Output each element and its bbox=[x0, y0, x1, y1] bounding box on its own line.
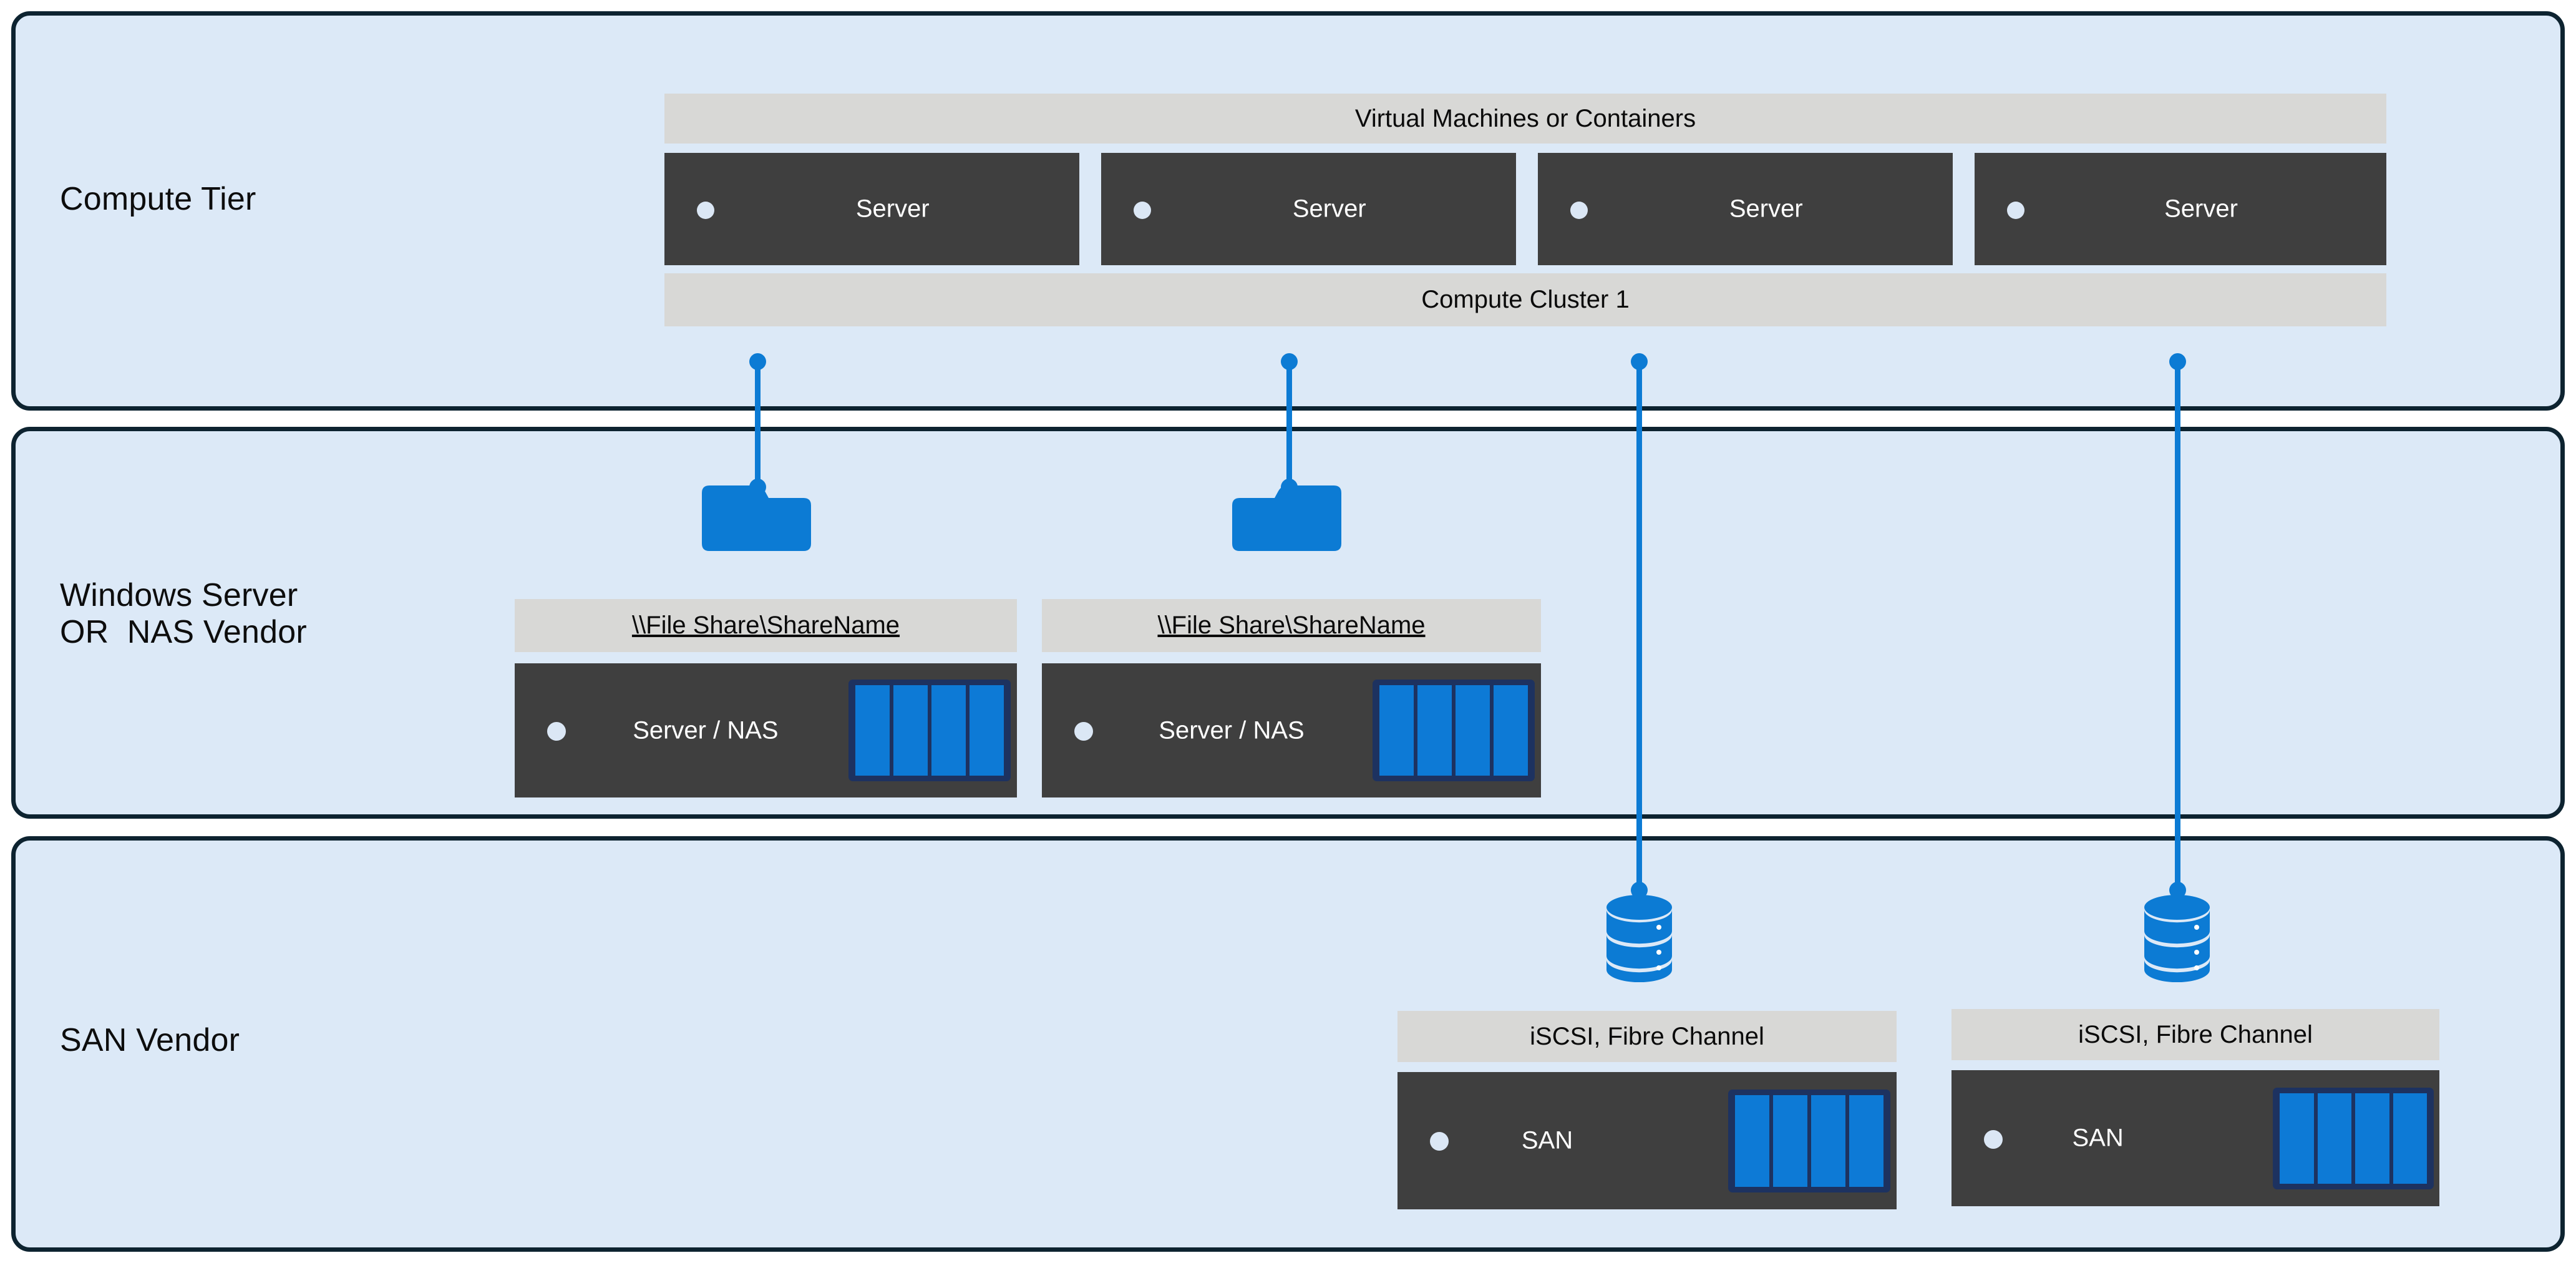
tier-label-compute: Compute Tier bbox=[60, 181, 256, 217]
compute-server-1[interactable]: Server bbox=[664, 153, 1079, 265]
drive-bay bbox=[2273, 1088, 2434, 1189]
connector-dot-bottom-3 bbox=[1631, 882, 1648, 899]
compute-header-label: Virtual Machines or Containers bbox=[1354, 104, 1696, 132]
drive-bar bbox=[970, 685, 1004, 776]
connector-dot-top-1 bbox=[749, 353, 766, 370]
drive-bay bbox=[848, 680, 1011, 781]
drive-bar bbox=[1379, 685, 1414, 776]
status-led-icon bbox=[697, 202, 714, 219]
tier-label-nas: Windows Server OR NAS Vendor bbox=[60, 577, 307, 651]
status-led-icon bbox=[1430, 1132, 1449, 1151]
compute-server-2[interactable]: Server bbox=[1101, 153, 1516, 265]
compute-footer-label: Compute Cluster 1 bbox=[1421, 286, 1630, 313]
folder-icon bbox=[702, 485, 811, 551]
san-node-1[interactable]: SAN bbox=[1397, 1072, 1897, 1209]
compute-server-4[interactable]: Server bbox=[1975, 153, 2386, 265]
drive-bay bbox=[1373, 680, 1535, 781]
drive-bar bbox=[1811, 1095, 1845, 1187]
database-icon bbox=[1606, 894, 1672, 982]
drive-bar bbox=[1494, 685, 1528, 776]
connector-dot-bottom-1 bbox=[749, 479, 766, 495]
database-icon bbox=[2144, 894, 2210, 982]
compute-server-4-label: Server bbox=[2164, 195, 2238, 223]
drive-bar bbox=[855, 685, 890, 776]
status-led-icon bbox=[1570, 202, 1588, 219]
san-node-1-label: SAN bbox=[1521, 1126, 1573, 1154]
nas-node-1-header: \\File Share\ShareName bbox=[515, 599, 1017, 652]
drive-bar bbox=[931, 685, 966, 776]
drive-bar bbox=[2317, 1093, 2351, 1184]
connector-line-3 bbox=[1636, 361, 1642, 904]
status-led-icon bbox=[547, 722, 566, 741]
status-led-icon bbox=[1134, 202, 1151, 219]
connector-dot-bottom-2 bbox=[1281, 479, 1298, 495]
san-node-2-header-label: iSCSI, Fibre Channel bbox=[2078, 1020, 2313, 1048]
drive-bar bbox=[1773, 1095, 1807, 1187]
nas-node-1[interactable]: Server / NAS bbox=[515, 663, 1017, 797]
compute-server-3[interactable]: Server bbox=[1538, 153, 1953, 265]
compute-header-bar: Virtual Machines or Containers bbox=[664, 94, 2386, 144]
drive-bar bbox=[1456, 685, 1490, 776]
folder-icon bbox=[1232, 485, 1341, 551]
nas-node-2-header: \\File Share\ShareName bbox=[1042, 599, 1541, 652]
tier-label-san: SAN Vendor bbox=[60, 1022, 240, 1058]
drive-bar bbox=[893, 685, 928, 776]
status-led-icon bbox=[1074, 722, 1093, 741]
connector-line-1 bbox=[755, 361, 761, 492]
drive-bar bbox=[1735, 1095, 1769, 1187]
compute-footer-bar: Compute Cluster 1 bbox=[664, 273, 2386, 326]
connector-dot-top-4 bbox=[2169, 353, 2186, 370]
compute-server-3-label: Server bbox=[1729, 195, 1803, 223]
compute-server-2-label: Server bbox=[1292, 195, 1366, 223]
connector-dot-top-3 bbox=[1631, 353, 1648, 370]
connector-dot-bottom-4 bbox=[2169, 882, 2186, 899]
san-node-2-header: iSCSI, Fibre Channel bbox=[1951, 1009, 2439, 1060]
connector-line-4 bbox=[2175, 361, 2180, 904]
drive-bay bbox=[1728, 1090, 1890, 1192]
nas-node-1-label: Server / NAS bbox=[633, 716, 779, 744]
nas-node-2[interactable]: Server / NAS bbox=[1042, 663, 1541, 797]
san-node-2-label: SAN bbox=[2072, 1124, 2124, 1152]
compute-server-1-label: Server bbox=[855, 195, 930, 223]
drive-bar bbox=[2393, 1093, 2427, 1184]
nas-node-2-header-label: \\File Share\ShareName bbox=[1157, 612, 1426, 639]
san-node-1-header: iSCSI, Fibre Channel bbox=[1397, 1011, 1897, 1062]
san-node-2[interactable]: SAN bbox=[1951, 1070, 2439, 1206]
status-led-icon bbox=[1984, 1130, 2003, 1149]
connector-line-2 bbox=[1286, 361, 1292, 492]
connector-dot-top-2 bbox=[1281, 353, 1298, 370]
nas-node-2-label: Server / NAS bbox=[1159, 716, 1305, 744]
status-led-icon bbox=[2007, 202, 2024, 219]
nas-node-1-header-label: \\File Share\ShareName bbox=[631, 612, 900, 639]
drive-bar bbox=[1849, 1095, 1883, 1187]
drive-bar bbox=[2280, 1093, 2314, 1184]
drive-bar bbox=[1417, 685, 1452, 776]
san-node-1-header-label: iSCSI, Fibre Channel bbox=[1530, 1022, 1764, 1050]
drive-bar bbox=[2355, 1093, 2389, 1184]
